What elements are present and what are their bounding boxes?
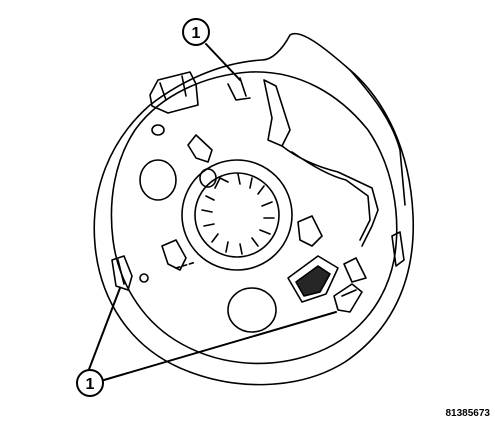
callout-bottom: 1 <box>76 369 104 397</box>
callout-top: 1 <box>182 18 210 46</box>
callout-leader-right <box>103 311 337 381</box>
top-bracket <box>263 79 291 147</box>
figure-id: 81385673 <box>446 408 491 419</box>
upper-latch-tab-detail <box>159 75 187 101</box>
upper-hub-clip <box>187 134 213 163</box>
hub-spline-teeth <box>201 173 275 255</box>
housing-right-edge <box>349 69 406 206</box>
right-side-connector <box>391 231 405 267</box>
right-hub-connector <box>297 215 323 247</box>
lower-right-latch <box>333 283 363 313</box>
mounting-hole-bottom <box>227 287 277 333</box>
hub-inner-ring <box>194 172 280 258</box>
callout-bottom-label: 1 <box>86 376 95 393</box>
top-connector <box>227 77 251 101</box>
left-hub-clip <box>161 239 187 271</box>
housing-outer-rim <box>93 32 415 386</box>
hub-outer-ring <box>181 159 293 271</box>
left-latch <box>111 255 133 291</box>
upper-latch-tab <box>149 71 199 114</box>
lower-plug-face <box>295 265 331 297</box>
callout-top-label: 1 <box>192 25 201 42</box>
small-hole-left <box>139 273 149 283</box>
callout-leader-top <box>205 43 241 81</box>
left-hub-clip-line <box>175 261 197 269</box>
callout-leader-left <box>87 287 121 373</box>
housing-inner-rim <box>110 71 398 365</box>
lower-right-clip <box>343 257 367 283</box>
mounting-hole-top <box>199 168 217 188</box>
mounting-hole-left <box>139 159 177 201</box>
wire-channel <box>281 145 379 247</box>
small-slot-upper-left <box>151 124 165 136</box>
lower-plug-body <box>287 255 339 303</box>
